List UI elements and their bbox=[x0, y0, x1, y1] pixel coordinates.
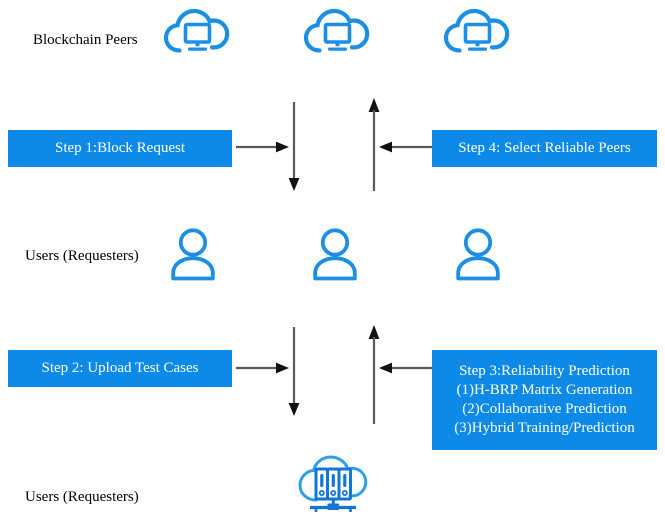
step3-line-1: (1)H-BRP Matrix Generation bbox=[456, 381, 633, 398]
blockchain-peers-label: Blockchain Peers bbox=[33, 32, 138, 48]
step1-box[interactable]: Step 1:Block Request bbox=[8, 130, 232, 167]
user-person-icon bbox=[170, 227, 216, 281]
step4-line-0: Step 4: Select Reliable Peers bbox=[458, 139, 631, 156]
user-person-icon bbox=[455, 227, 501, 281]
step2-box[interactable]: Step 2: Upload Test Cases bbox=[8, 350, 232, 387]
arrow-up bbox=[366, 323, 382, 425]
arrow-left bbox=[378, 360, 434, 376]
step3-line-0: Step 3:Reliability Prediction bbox=[459, 362, 630, 379]
arrow-right bbox=[236, 360, 290, 376]
arrow-down bbox=[286, 100, 302, 192]
arrow-down bbox=[286, 325, 302, 417]
step3-line-3: (3)Hybrid Training/Prediction bbox=[454, 420, 635, 437]
step3-lines: Step 3:Reliability Prediction (1)H-BRP M… bbox=[438, 362, 651, 439]
cloud-monitor-icon bbox=[443, 6, 511, 58]
cloud-monitor-icon bbox=[163, 6, 231, 58]
user-person-icon bbox=[312, 227, 358, 281]
users-requesters-label-mid: Users (Requesters) bbox=[25, 248, 139, 264]
step4-lines: Step 4: Select Reliable Peers bbox=[438, 139, 651, 158]
step3-line-2: (2)Collaborative Prediction bbox=[462, 401, 627, 417]
step1-lines: Step 1:Block Request bbox=[14, 139, 226, 158]
step1-line-0: Step 1:Block Request bbox=[55, 139, 185, 156]
step3-box[interactable]: Step 3:Reliability Prediction (1)H-BRP M… bbox=[432, 350, 657, 450]
arrow-up bbox=[366, 96, 382, 192]
cloud-server-icon bbox=[296, 455, 370, 515]
arrow-left bbox=[378, 139, 432, 155]
users-requesters-label-bottom: Users (Requesters) bbox=[25, 489, 139, 505]
cloud-monitor-icon bbox=[303, 6, 371, 58]
arrow-right bbox=[236, 139, 290, 155]
step4-box[interactable]: Step 4: Select Reliable Peers bbox=[432, 130, 657, 167]
step2-lines: Step 2: Upload Test Cases bbox=[14, 359, 226, 378]
step2-line-0: Step 2: Upload Test Cases bbox=[41, 359, 199, 376]
